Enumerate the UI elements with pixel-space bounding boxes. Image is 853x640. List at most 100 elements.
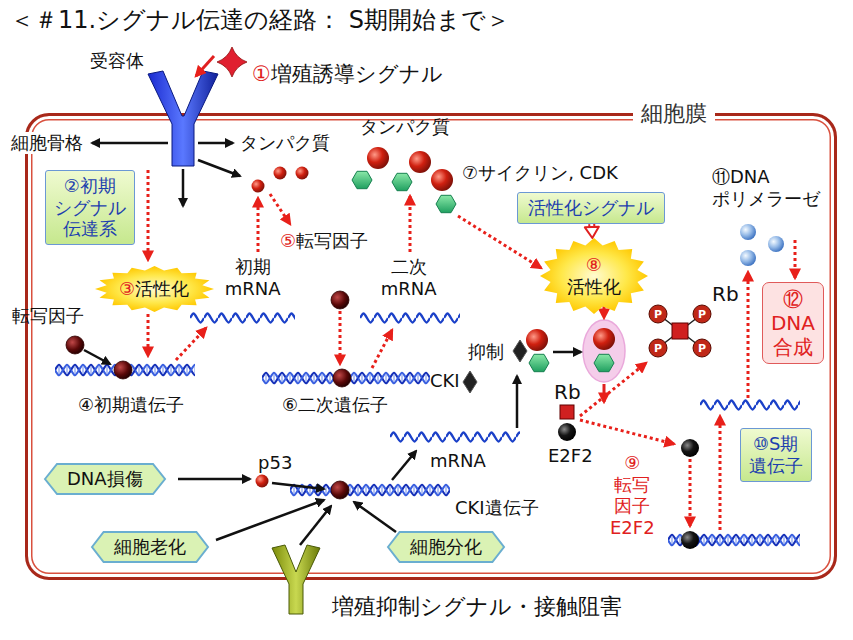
- activation-burst: ③活性化: [95, 266, 214, 312]
- solid-arrows: [603, 384, 606, 402]
- text-label: ⑥二次遺伝子: [282, 394, 388, 416]
- dna-helix: [55, 363, 800, 547]
- label-holder: 転写因子: [12, 305, 84, 327]
- diagram-title: ＜＃11.シグナル伝達の経路： S期開始まで＞: [10, 6, 510, 35]
- cyclin-cdk-complex: [529, 354, 549, 371]
- rb-e2f-complex: [558, 423, 576, 441]
- text-label: Rb: [712, 282, 739, 306]
- solid-arrows: [178, 478, 250, 481]
- text-label: 二次 mRNA: [378, 256, 439, 299]
- proteins: [352, 171, 372, 188]
- solid-arrows: [553, 351, 581, 354]
- dotted-signal-arrows: [270, 194, 290, 224]
- phosphate-mark: P: [698, 343, 706, 354]
- text-label: ⑤転写因子: [280, 230, 368, 252]
- dna-helix: [290, 483, 450, 497]
- label-holder: Rb: [554, 380, 581, 404]
- condition-hexagon: 細胞分化: [388, 532, 504, 562]
- dna-helix: [290, 483, 450, 497]
- rb-e2f-complex: [681, 531, 699, 549]
- text-label: 受容体: [90, 50, 144, 72]
- phosphate-mark: P: [654, 309, 662, 320]
- node-text: 細胞老化: [114, 536, 186, 558]
- label-holder: p53: [258, 452, 292, 474]
- receptor: [148, 71, 218, 166]
- signal-molecule: [196, 47, 247, 77]
- solid-arrows: [354, 502, 396, 532]
- label-holder: ⑨ 転写 因子 E2F2: [608, 452, 657, 538]
- hexagon-outline: [45, 464, 165, 494]
- activation-burst: ⑧ 活性化: [540, 238, 648, 314]
- signal-molecule: [196, 56, 214, 76]
- transcription-factor: [331, 291, 349, 309]
- dotted-signal-arrows: [339, 311, 342, 364]
- solid-arrows: [84, 350, 604, 545]
- proteins: [252, 180, 265, 193]
- node-text: 活性化シグナル: [528, 197, 654, 219]
- rb-e2f-complex: [649, 305, 667, 323]
- cyclin-cdk-complex: [463, 320, 625, 393]
- node-text: DNA損傷: [67, 468, 143, 490]
- arrow-head: [585, 227, 599, 238]
- proteins: [252, 147, 457, 213]
- dna-polymerase: [740, 250, 756, 266]
- phosphate-holder: P: [654, 309, 662, 320]
- transcription-factor: [331, 481, 349, 499]
- burst-outline: [540, 238, 648, 314]
- proteins: [431, 169, 453, 191]
- mrna-strand: [360, 312, 460, 324]
- mrna-strand: [190, 312, 295, 324]
- label-holder: 増殖抑制シグナル・接触阻害: [332, 594, 622, 620]
- receptor-outputs: [198, 142, 233, 145]
- transcription-factor: [114, 361, 132, 379]
- rb-e2f-complex: [558, 305, 711, 549]
- signal-box: 活性化シグナル: [517, 192, 665, 224]
- phosphate-holder: P: [698, 343, 706, 354]
- transcription-factor: [256, 475, 269, 488]
- dotted-signal-arrows: [580, 363, 646, 416]
- label-holder: 受容体: [90, 50, 144, 72]
- text-label: mRNA: [430, 450, 486, 472]
- hexagon-outline: [92, 532, 208, 562]
- receptor: [148, 71, 218, 166]
- dotted-signal-arrows: [580, 420, 674, 444]
- label-holder: ⑥二次遺伝子: [282, 394, 388, 416]
- text-label: 抑制: [468, 341, 504, 363]
- phosphate-mark: P: [698, 309, 706, 320]
- text-label: Rb: [554, 380, 581, 404]
- transcription-factor: [333, 369, 351, 387]
- label-holder: ⑦サイクリン, CDK: [462, 162, 618, 184]
- dotted-signal-arrows: [409, 196, 412, 252]
- mrna-strand: [390, 431, 520, 443]
- text-label: E2F2: [548, 445, 593, 467]
- rb-e2f-complex: [693, 305, 711, 323]
- double-line-arrow: [585, 224, 599, 238]
- text-label: ⑨ 転写 因子 E2F2: [608, 452, 657, 538]
- hexagon-outline: [388, 532, 504, 562]
- rb-e2f-complex: [681, 439, 699, 457]
- label-holder: 初期 mRNA: [222, 256, 283, 299]
- label-holder: 二次 mRNA: [378, 256, 439, 299]
- dotted-signal-arrows: [257, 198, 260, 252]
- phosphate-holder: P: [654, 343, 662, 354]
- dotted-signal-arrows: [689, 459, 692, 526]
- dotted-signal-arrows: [372, 330, 392, 368]
- condition-hexagon: 細胞老化: [92, 532, 208, 562]
- label-holder: CKI: [430, 370, 460, 392]
- cyclin-cdk-complex: [463, 371, 477, 393]
- proteins: [392, 173, 412, 190]
- solid-arrows: [392, 451, 416, 480]
- text-label: 増殖抑制シグナル・接触阻害: [332, 594, 622, 620]
- dna-polymerase: [740, 224, 756, 240]
- dotted-signal-arrows: [147, 314, 150, 356]
- label-holder: E2F2: [548, 445, 593, 467]
- solid-arrows: [300, 506, 331, 545]
- node-text: ⑧ 活性化: [564, 254, 623, 297]
- dotted-signal-arrows: [147, 170, 150, 260]
- receptor-outputs: [182, 169, 185, 206]
- signal-molecule: [217, 47, 247, 77]
- rb-e2f-complex: [693, 339, 711, 357]
- rb-e2f-complex: [672, 323, 688, 339]
- receptor-outputs: [198, 160, 240, 176]
